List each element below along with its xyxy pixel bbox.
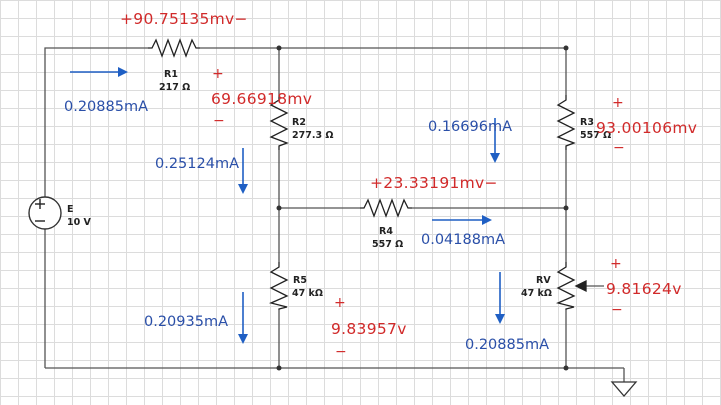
r1-name: R1 [164,69,178,80]
current-arrow-r1 [70,67,128,77]
r4-name: R4 [379,226,393,237]
r3-value: 557 Ω [580,130,612,141]
voltage-r4: +23.33191mv− [370,174,498,192]
junction-nodes [276,45,569,371]
r2-name: R2 [292,117,306,128]
current-rv: 0.20885mA [465,337,550,353]
r3-name: R3 [580,117,594,128]
r2-value: 277.3 Ω [292,130,334,141]
rv-minus-sign: − [611,302,623,318]
ground-icon [610,381,638,397]
voltage-r1: +90.75135mv− [120,10,248,28]
potentiometer-rv[interactable] [555,262,576,310]
rv-name: RV [536,275,551,286]
voltage-r2: 69.66918mv [211,90,313,108]
current-r1: 0.20885mA [64,99,149,115]
r2-minus-sign: − [213,113,225,129]
resistor-r4[interactable] [360,198,412,218]
voltage-source-e[interactable] [28,196,62,230]
r5-plus-sign: + [334,295,346,311]
r5-name: R5 [293,275,307,286]
resistor-r5[interactable] [268,262,289,310]
resistor-r1[interactable] [148,38,200,58]
resistor-r2[interactable] [269,95,289,150]
current-arrow-r2 [238,148,248,194]
current-r2: 0.25124mA [155,156,240,172]
source-value: 10 V [67,217,91,228]
resistor-r3[interactable] [556,95,576,150]
current-arrow-r4 [432,215,492,225]
potentiometer-wiper[interactable] [574,279,604,293]
r5-minus-sign: − [335,344,347,360]
current-arrow-rv [495,272,505,324]
current-r5: 0.20935mA [144,314,229,330]
voltage-rv: 9.81624v [606,280,682,298]
current-r4: 0.04188mA [421,232,506,248]
voltage-r3: 93.00106mv [596,119,698,137]
r2-plus-sign: + [212,66,224,82]
r1-value: 217 Ω [159,82,191,93]
source-name: E [67,204,74,215]
current-arrow-r5 [238,292,248,344]
r5-value: 47 kΩ [292,288,323,299]
current-arrow-r3 [490,118,500,163]
r3-minus-sign: − [613,140,625,156]
rv-value: 47 kΩ [521,288,552,299]
rv-plus-sign: + [610,256,622,272]
voltage-r5: 9.83957v [331,320,407,338]
r4-value: 557 Ω [372,239,404,250]
r3-plus-sign: + [612,95,624,111]
current-r3: 0.16696mA [428,119,513,135]
